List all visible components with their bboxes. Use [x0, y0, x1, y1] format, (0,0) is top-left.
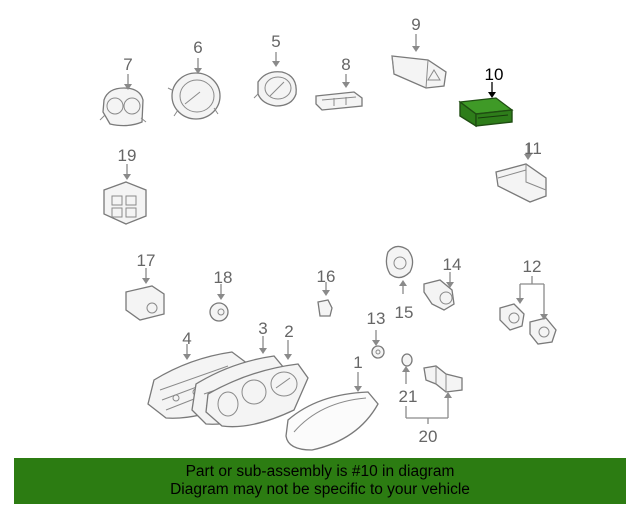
callout-11: 11	[524, 139, 542, 158]
callout-10: 10	[485, 65, 504, 84]
info-banner: Part or sub-assembly is #10 in diagram D…	[14, 458, 626, 504]
callout-1: 1	[353, 353, 362, 372]
parts-diagram: 7 6 5 8 9 10	[99, 15, 557, 451]
part-20-sensor[interactable]	[423, 365, 463, 393]
part-14-bulb-socket[interactable]	[423, 279, 455, 311]
part-8-switch[interactable]	[315, 91, 363, 111]
part-11-connector[interactable]	[495, 163, 547, 203]
part-1-lens[interactable]	[285, 391, 379, 451]
part-9-hazard-switch[interactable]	[391, 55, 447, 89]
callout-19: 19	[118, 146, 137, 165]
part-13-nut[interactable]	[371, 345, 385, 359]
callout-7: 7	[123, 55, 132, 74]
callout-5: 5	[271, 32, 280, 51]
part-5-gauge[interactable]	[253, 71, 297, 107]
callout-12: 12	[523, 257, 542, 276]
part-7-gauge[interactable]	[99, 87, 147, 127]
callout-21: 21	[399, 387, 418, 406]
callout-3: 3	[258, 319, 267, 338]
callout-4: 4	[182, 329, 191, 348]
banner-line-1: Part or sub-assembly is #10 in diagram	[185, 463, 455, 480]
part-6-gauge[interactable]	[167, 72, 221, 120]
part-18-knob[interactable]	[209, 302, 229, 322]
part-21-washer[interactable]	[401, 353, 413, 367]
part-2-gauge-face[interactable]	[205, 363, 309, 428]
part-10-highlighted-switch[interactable]	[458, 97, 514, 128]
callout-14: 14	[443, 255, 462, 274]
banner-line-2: Diagram may not be specific to your vehi…	[170, 481, 470, 498]
callout-18: 18	[214, 268, 233, 287]
callout-15: 15	[395, 303, 414, 322]
callout-13: 13	[367, 309, 386, 328]
callout-6: 6	[193, 38, 202, 57]
callout-8: 8	[341, 55, 350, 74]
callout-9: 9	[411, 15, 420, 34]
callout-20: 20	[419, 427, 438, 446]
callout-17: 17	[137, 251, 156, 270]
part-17-switch[interactable]	[125, 285, 165, 321]
part-16-holder[interactable]	[317, 299, 333, 317]
part-12-sockets[interactable]	[499, 303, 557, 345]
callout-16: 16	[317, 267, 336, 286]
part-19-switch-block[interactable]	[103, 181, 147, 225]
callout-2: 2	[284, 322, 293, 341]
part-15-socket[interactable]	[385, 245, 414, 279]
